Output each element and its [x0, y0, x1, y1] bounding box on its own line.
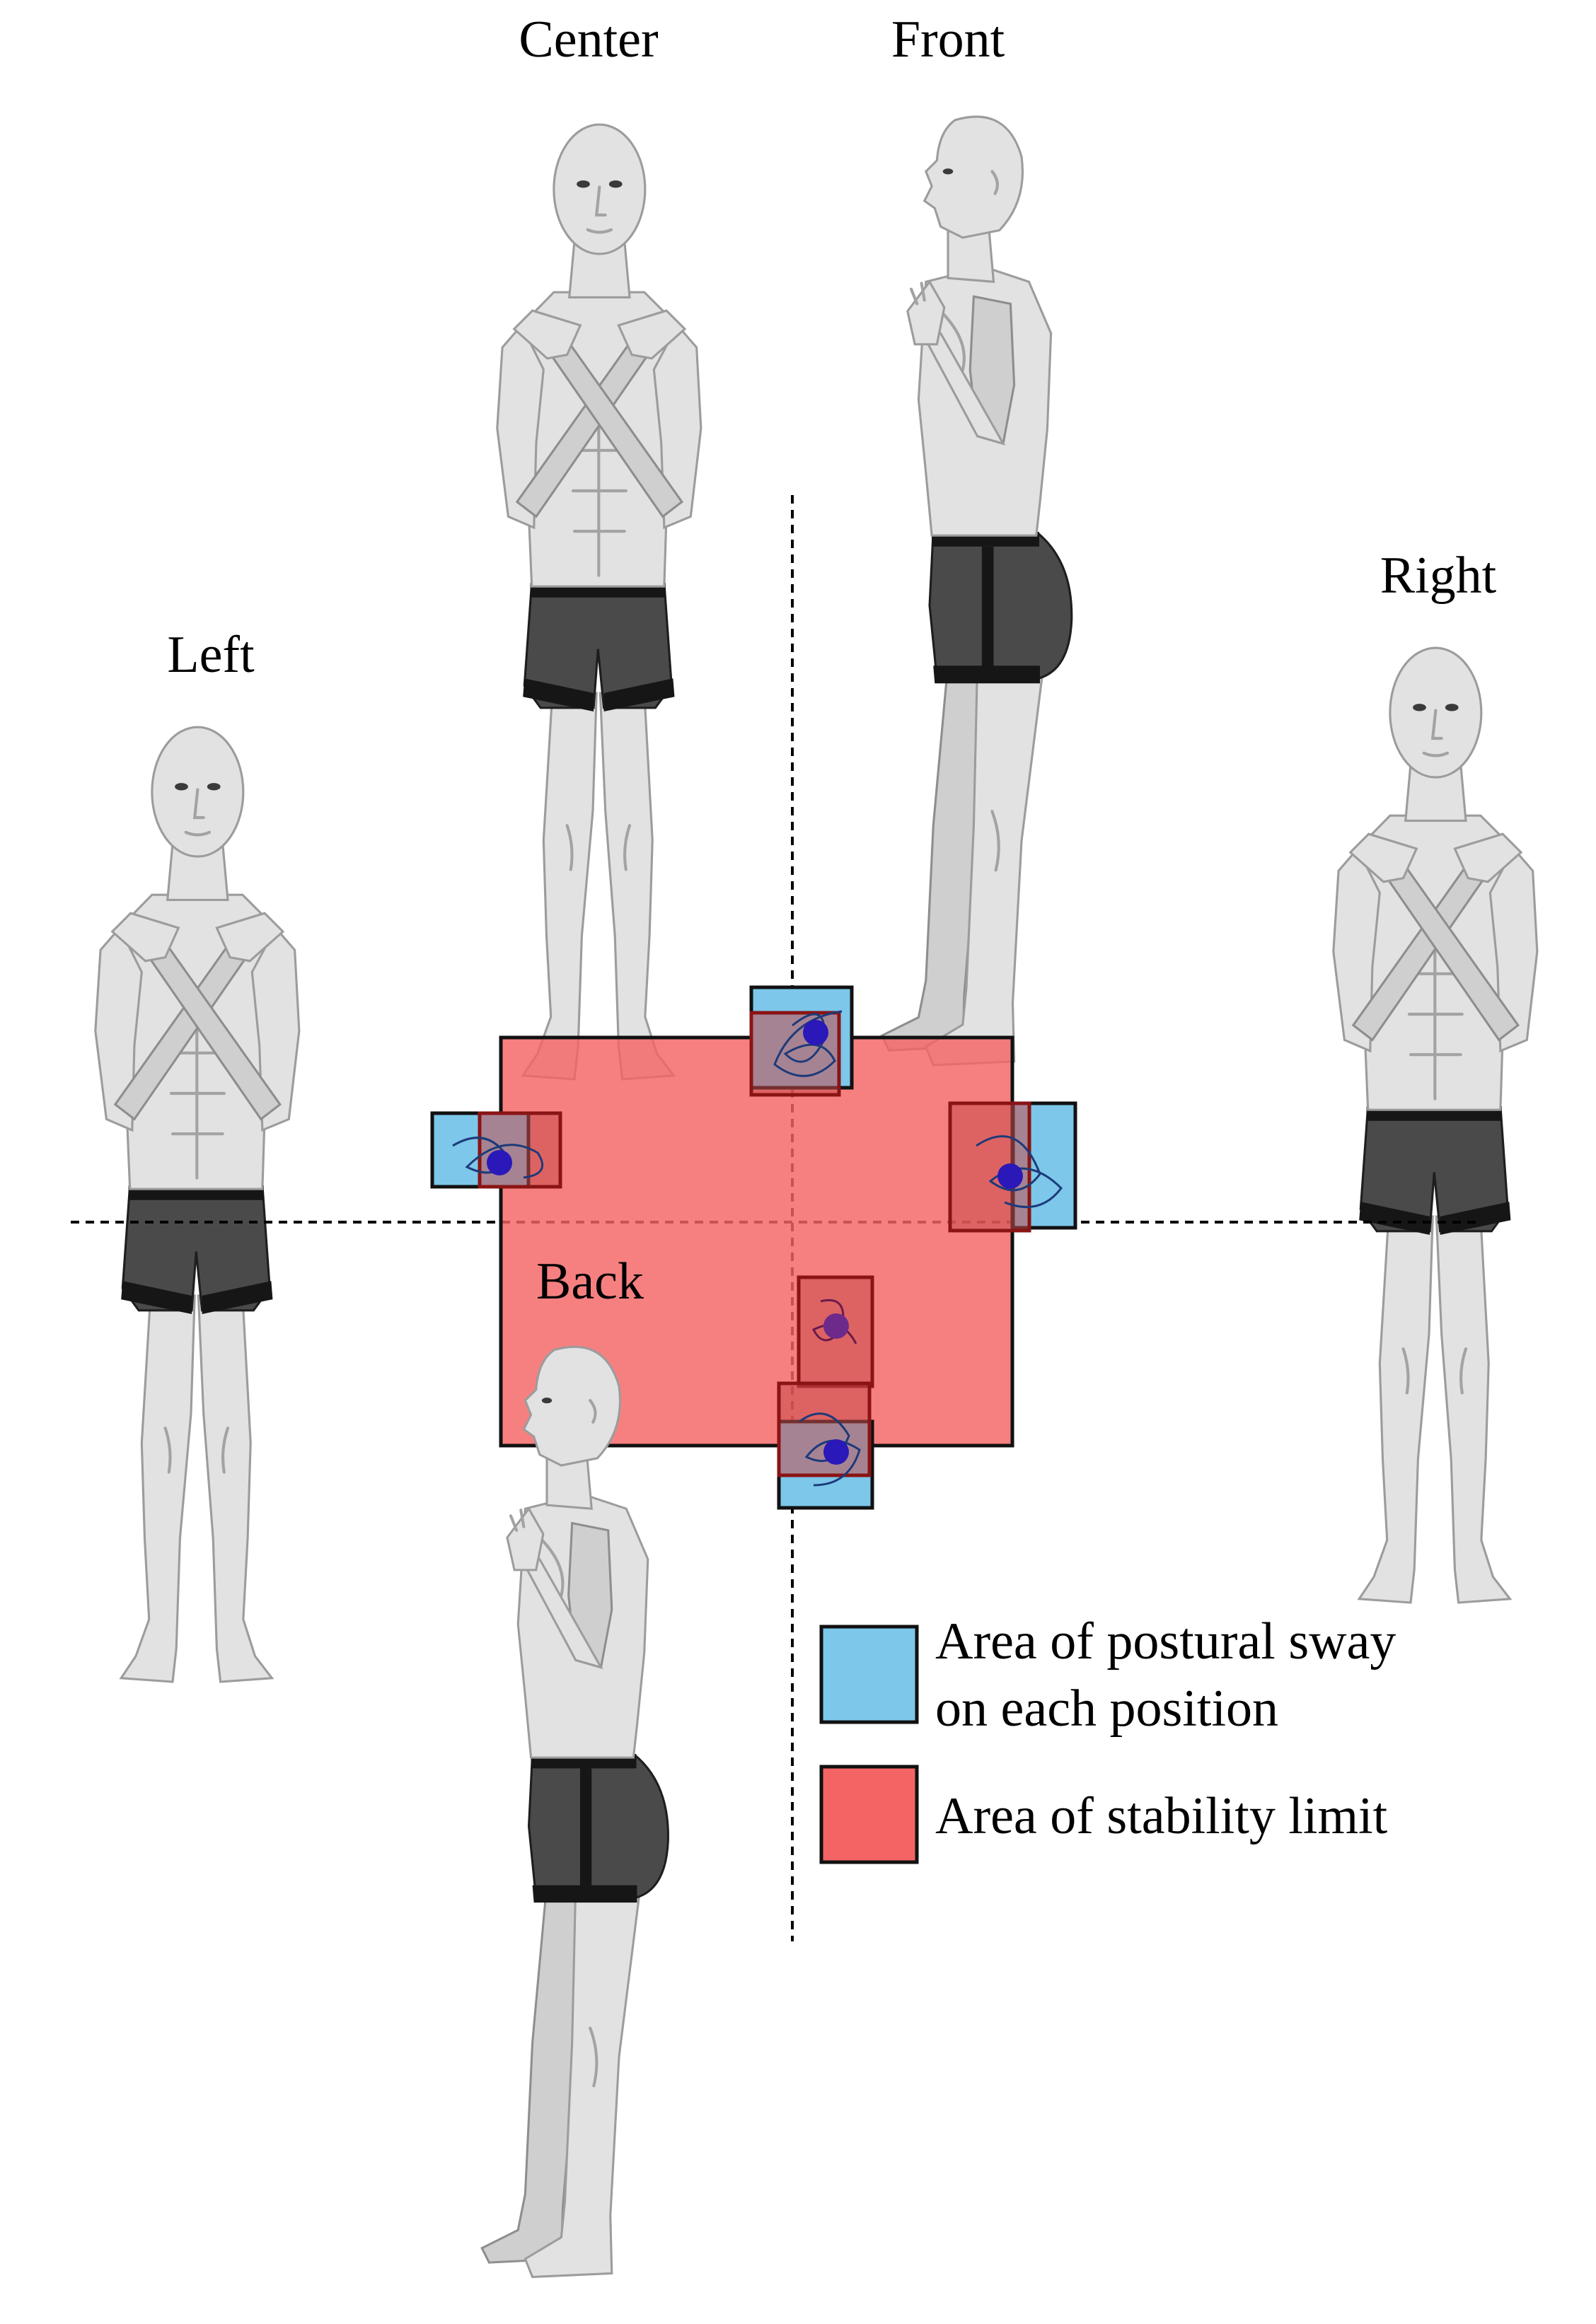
cop-dot: [487, 1150, 512, 1175]
label-right: Right: [1380, 547, 1497, 605]
sway-box-front: [749, 985, 854, 1097]
label-center: Center: [519, 11, 658, 69]
cop-dot: [998, 1163, 1023, 1189]
legend-sway-line2: on each position: [935, 1680, 1278, 1738]
figure-right: [1334, 648, 1537, 1603]
sway-box-left: [430, 1111, 562, 1189]
label-front: Front: [891, 11, 1005, 69]
label-back: Back: [536, 1253, 644, 1311]
sway-trace: [452, 1137, 544, 1179]
legend-swatch-sway: [819, 1625, 919, 1724]
sway-box-right: [948, 1101, 1077, 1233]
sway-trace: [976, 1135, 1063, 1209]
legend-swatch-stability: [819, 1765, 919, 1864]
legend-stability: Area of stability limit: [935, 1787, 1388, 1845]
sway-trace: [799, 1412, 861, 1487]
figure-left: [96, 727, 299, 1682]
legend: Area of postural sway on each position A…: [819, 1613, 1396, 1864]
cop-dot: [823, 1313, 849, 1339]
sway-box-center: [797, 1275, 874, 1388]
figure-back: [482, 1347, 668, 2277]
cop-dot: [823, 1439, 849, 1465]
legend-sway-line1: Area of postural sway: [935, 1613, 1396, 1671]
figure-front: [881, 117, 1071, 1065]
sway-box-back: [777, 1381, 874, 1510]
label-left: Left: [167, 626, 255, 684]
figure-center: [497, 124, 701, 1079]
cop-dot: [803, 1020, 828, 1045]
